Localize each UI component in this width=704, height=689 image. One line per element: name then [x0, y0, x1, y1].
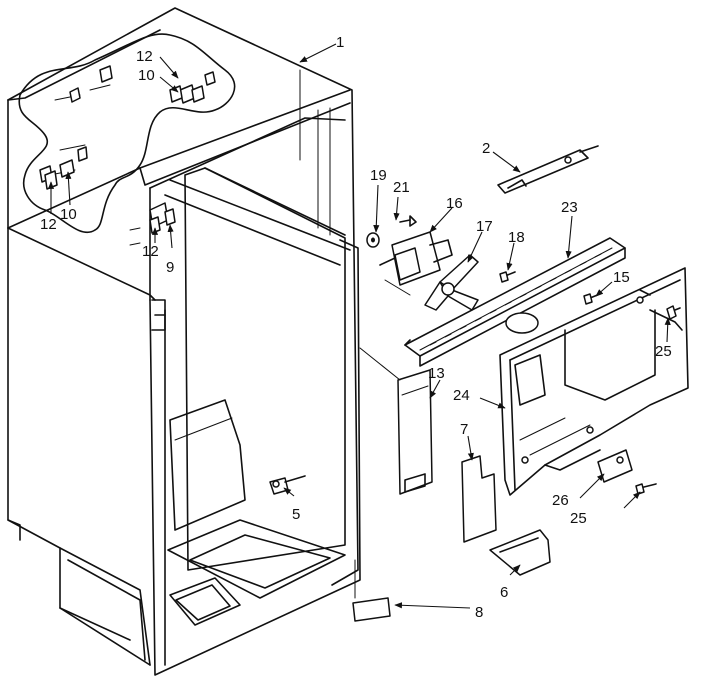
part-13-plate	[397, 369, 433, 495]
callout-12-lower: 12	[142, 243, 159, 260]
cabinet-liner	[7, 7, 361, 676]
fan-motor-assembly	[366, 215, 516, 311]
part-15-screw	[583, 293, 601, 305]
part-26-cover	[597, 449, 633, 483]
callout-7: 7	[460, 421, 468, 438]
callout-6: 6	[500, 584, 508, 601]
part-8-strip	[352, 597, 391, 622]
part-7-panel	[461, 455, 497, 543]
part-2-sensor	[497, 145, 599, 194]
callout-9: 9	[166, 259, 174, 276]
callout-10-left: 10	[60, 206, 77, 223]
callout-26: 26	[552, 492, 569, 509]
callout-25-lower: 25	[570, 510, 587, 527]
leader-line	[359, 347, 401, 381]
callout-13: 13	[428, 365, 445, 382]
callout-labels: 1 2 5 6 7 8 9 10 10 12 12 12 13 15 16 17…	[40, 34, 672, 621]
callout-12-top: 12	[136, 48, 153, 65]
grille-slots	[429, 253, 602, 346]
callout-19: 19	[370, 167, 387, 184]
callout-arrows	[47, 43, 671, 609]
callout-18: 18	[508, 229, 525, 246]
callout-12-left: 12	[40, 216, 57, 233]
part-6-bracket	[489, 529, 551, 576]
callout-25-right: 25	[655, 343, 672, 360]
callout-24: 24	[453, 387, 470, 404]
callout-5: 5	[292, 506, 300, 523]
callout-8: 8	[475, 604, 483, 621]
callout-21: 21	[393, 179, 410, 196]
callout-10-top: 10	[138, 67, 155, 84]
part-23-duct-grille	[404, 237, 626, 367]
callout-1: 1	[336, 34, 344, 51]
callout-23: 23	[561, 199, 578, 216]
callout-16: 16	[446, 195, 463, 212]
callout-15: 15	[613, 269, 630, 286]
part-24-rear-panel	[499, 267, 689, 496]
callout-17: 17	[476, 218, 493, 235]
callout-2: 2	[482, 140, 490, 157]
